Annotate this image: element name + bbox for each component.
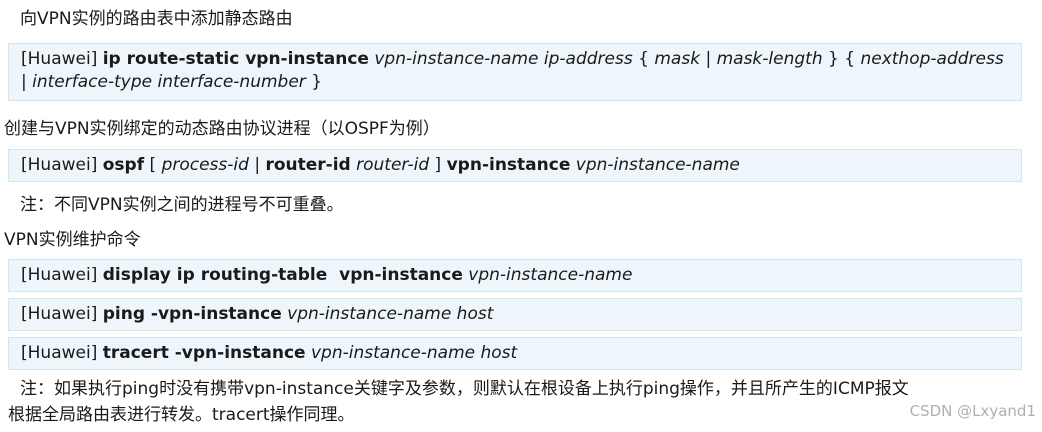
command-box-ospf: [Huawei] ospf [ process-id | router-id r… — [8, 149, 1022, 182]
command-parameter: vpn-instance-name ip-address — [374, 49, 633, 69]
command-keyword: ping -vpn-instance — [102, 304, 282, 324]
section-heading-dynamic-routing: 创建与VPN实例绑定的动态路由协议进程（以OSPF为例） — [4, 119, 440, 139]
command-parameter: vpn-instance-name host — [310, 343, 518, 363]
command-keyword: tracert -vpn-instance — [102, 343, 306, 363]
command-parameter: mask — [654, 49, 701, 69]
command-box-display-routing-table: [Huawei] display ip routing-table vpn-in… — [8, 259, 1022, 292]
command-box-ip-route-static: [Huawei] ip route-static vpn-instance vp… — [8, 43, 1022, 101]
command-parameter: router-id — [356, 155, 430, 175]
command-box-ping: [Huawei] ping -vpn-instance vpn-instance… — [8, 298, 1022, 331]
command-box-tracert: [Huawei] tracert -vpn-instance vpn-insta… — [8, 337, 1022, 370]
section-heading-static-route: 向VPN实例的路由表中添加静态路由 — [20, 9, 293, 29]
note-process-id: 注：不同VPN实例之间的进程号不可重叠。 — [20, 195, 344, 215]
watermark: CSDN @Lxyand1 — [909, 402, 1036, 420]
command-syntax: [ — [149, 155, 157, 175]
command-prompt: [Huawei] — [21, 343, 98, 363]
command-parameter: process-id — [161, 155, 249, 175]
command-syntax: ] — [434, 155, 442, 175]
command-parameter: interface-type interface-number — [32, 72, 306, 92]
command-syntax: { — [638, 49, 649, 69]
command-parameter: vpn-instance-name — [575, 155, 740, 175]
command-parameter: nexthop-address — [860, 49, 1004, 69]
command-parameter: mask-length — [716, 49, 823, 69]
command-keyword: ospf — [102, 155, 145, 175]
command-keyword: display ip routing-table vpn-instance — [102, 265, 463, 285]
command-syntax: } — [311, 72, 323, 92]
note-ping-line-1: 注：如果执行ping时没有携带vpn-instance关键字及参数，则默认在根设… — [20, 379, 909, 399]
command-syntax: } { — [828, 49, 856, 69]
command-prompt: [Huawei] — [21, 49, 98, 69]
command-parameter: vpn-instance-name host — [287, 304, 494, 324]
command-prompt: [Huawei] — [21, 265, 98, 285]
command-parameter: vpn-instance-name — [468, 265, 633, 285]
command-keyword: router-id — [265, 155, 351, 175]
command-syntax: | — [21, 72, 27, 92]
command-prompt: [Huawei] — [21, 304, 98, 324]
command-keyword: vpn-instance — [446, 155, 571, 175]
command-prompt: [Huawei] — [21, 155, 98, 175]
command-syntax: | — [705, 49, 712, 69]
command-keyword: ip route-static vpn-instance — [102, 49, 369, 69]
command-syntax: | — [254, 155, 261, 175]
note-ping-line-2: 根据全局路由表进行转发。tracert操作同理。 — [8, 405, 355, 425]
section-heading-maintenance: VPN实例维护命令 — [4, 230, 141, 250]
